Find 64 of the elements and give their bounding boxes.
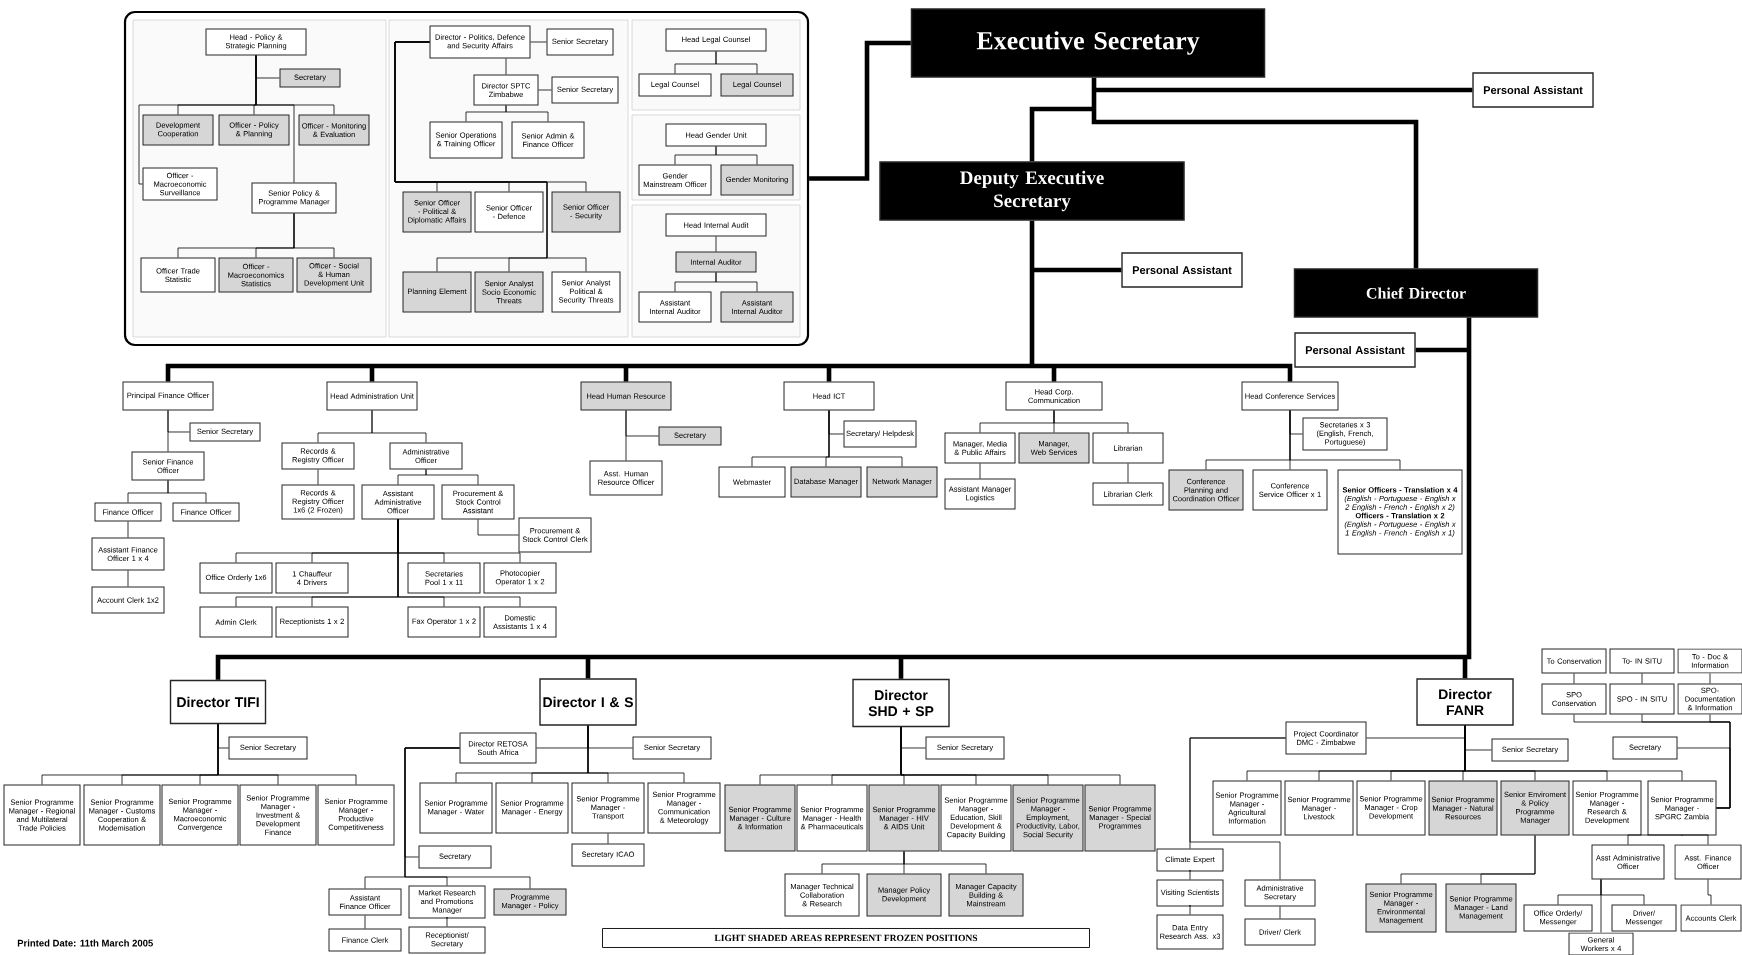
connector — [759, 726, 1121, 785]
connector — [1641, 673, 1643, 684]
connector — [1557, 879, 1645, 933]
connector — [1029, 75, 1475, 271]
connector — [751, 410, 903, 467]
connector — [394, 41, 587, 272]
connector — [538, 89, 552, 91]
connector — [625, 410, 659, 461]
connector — [477, 519, 519, 536]
connector — [215, 315, 1472, 683]
executive-box: Chief Director — [1293, 268, 1539, 318]
connector — [177, 213, 335, 258]
connector — [607, 833, 609, 844]
connector — [674, 146, 758, 165]
connector — [674, 51, 758, 74]
position-box: Personal Assistant — [1121, 252, 1243, 288]
connector — [979, 463, 981, 479]
executive-box: Executive Secretary — [910, 8, 1266, 78]
connector — [364, 747, 531, 889]
connector — [1573, 714, 1731, 809]
connector — [1189, 869, 1191, 880]
connector — [127, 570, 129, 587]
connector — [446, 916, 448, 927]
note-box: LIGHT SHADED AREAS REPRESENT FROZEN POSITIONS — [602, 928, 1090, 948]
connector — [167, 410, 190, 452]
connector — [809, 40, 911, 181]
connector — [1707, 879, 1712, 905]
connector — [317, 469, 319, 485]
connector — [505, 58, 507, 75]
connector — [1709, 673, 1711, 684]
connector — [1189, 737, 1286, 880]
position-box: Personal Assistant — [1472, 72, 1594, 108]
connector — [715, 236, 717, 252]
printed-date: Printed Date: 11th March 2005 — [17, 939, 153, 947]
connector — [41, 723, 357, 785]
connector — [364, 915, 366, 929]
position-box: Director FANR — [1416, 678, 1514, 726]
position-box: Director TIFI — [169, 679, 267, 725]
connector — [674, 272, 758, 292]
connector — [317, 410, 427, 443]
connector — [1127, 463, 1129, 483]
position-box: Personal Assistant — [1294, 332, 1416, 368]
position-box: Director SHD + SP — [852, 678, 950, 728]
connector — [465, 105, 549, 122]
position-box: Director I & S — [539, 678, 637, 726]
connector — [235, 519, 521, 607]
connector — [1205, 410, 1401, 470]
connector — [979, 410, 1129, 433]
connector — [1400, 835, 1536, 884]
connector — [530, 41, 547, 43]
connector — [127, 521, 129, 538]
connector — [1189, 904, 1191, 915]
connector — [138, 55, 335, 185]
connector — [397, 469, 479, 485]
connector — [165, 218, 1293, 384]
connector — [127, 480, 207, 503]
connector — [1627, 834, 1709, 845]
connector — [455, 725, 685, 783]
connector — [1573, 673, 1575, 684]
connector — [1279, 906, 1281, 919]
group-frame — [123, 10, 810, 347]
connector — [1246, 725, 1683, 781]
connector — [821, 851, 987, 874]
executive-box: Deputy Executive Secretary — [879, 161, 1185, 221]
